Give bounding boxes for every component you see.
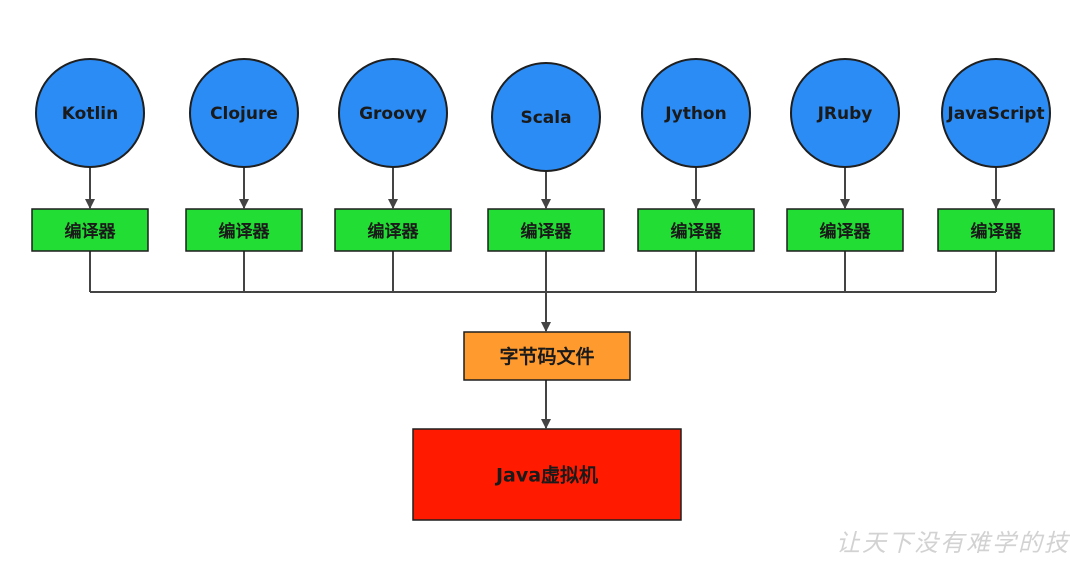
compiler-rect [31, 208, 149, 252]
language-node-kotlin: Kotlin [35, 58, 145, 168]
jvm-rect [412, 428, 682, 521]
compiler-box-javascript: 编译器 [937, 208, 1055, 252]
compiler-label: 编译器 [219, 221, 271, 242]
language-label: Kotlin [62, 104, 118, 124]
language-node-jruby: JRuby [790, 58, 900, 168]
compiler-rect [786, 208, 904, 252]
language-circle [189, 58, 299, 168]
connectors [85, 167, 1001, 429]
language-label: Clojure [210, 104, 278, 124]
bytecode-file-box: 字节码文件 [463, 331, 631, 381]
compiler-box-jython: 编译器 [637, 208, 755, 252]
compiler-label: 编译器 [65, 221, 117, 242]
language-label: Groovy [359, 104, 427, 124]
language-label: Scala [520, 108, 571, 128]
language-label: Jython [664, 104, 726, 124]
nodes: Kotlin 编译器 Clojure 编译器 Groovy 编译器 Scala 编译器 Jyth… [31, 58, 1055, 521]
language-label: JavaScript [946, 104, 1044, 124]
language-circle [790, 58, 900, 168]
compiler-box-scala: 编译器 [487, 208, 605, 252]
language-circle [941, 58, 1051, 168]
compiler-box-kotlin: 编译器 [31, 208, 149, 252]
watermark-text: 让天下没有难学的技 [836, 529, 1070, 557]
compiler-rect [487, 208, 605, 252]
compiler-rect [334, 208, 452, 252]
jvm-box: Java虚拟机 [412, 428, 682, 521]
compiler-label: 编译器 [971, 221, 1023, 242]
bytecode-rect [463, 331, 631, 381]
language-node-scala: Scala [491, 62, 601, 172]
compiler-rect [937, 208, 1055, 252]
compiler-label: 编译器 [368, 221, 420, 242]
language-label: JRuby [817, 104, 873, 124]
compiler-box-groovy: 编译器 [334, 208, 452, 252]
jvm-label: Java虚拟机 [494, 464, 598, 487]
language-circle [641, 58, 751, 168]
language-node-groovy: Groovy [338, 58, 448, 168]
language-node-clojure: Clojure [189, 58, 299, 168]
compiler-label: 编译器 [521, 221, 573, 242]
bytecode-label: 字节码文件 [499, 345, 594, 368]
language-circle [35, 58, 145, 168]
compiler-label: 编译器 [671, 221, 723, 242]
language-node-jython: Jython [641, 58, 751, 168]
compiler-label: 编译器 [820, 221, 872, 242]
compiler-rect [637, 208, 755, 252]
language-node-javascript: JavaScript [941, 58, 1051, 168]
language-circle [491, 62, 601, 172]
compiler-box-jruby: 编译器 [786, 208, 904, 252]
compiler-box-clojure: 编译器 [185, 208, 303, 252]
compiler-rect [185, 208, 303, 252]
language-circle [338, 58, 448, 168]
